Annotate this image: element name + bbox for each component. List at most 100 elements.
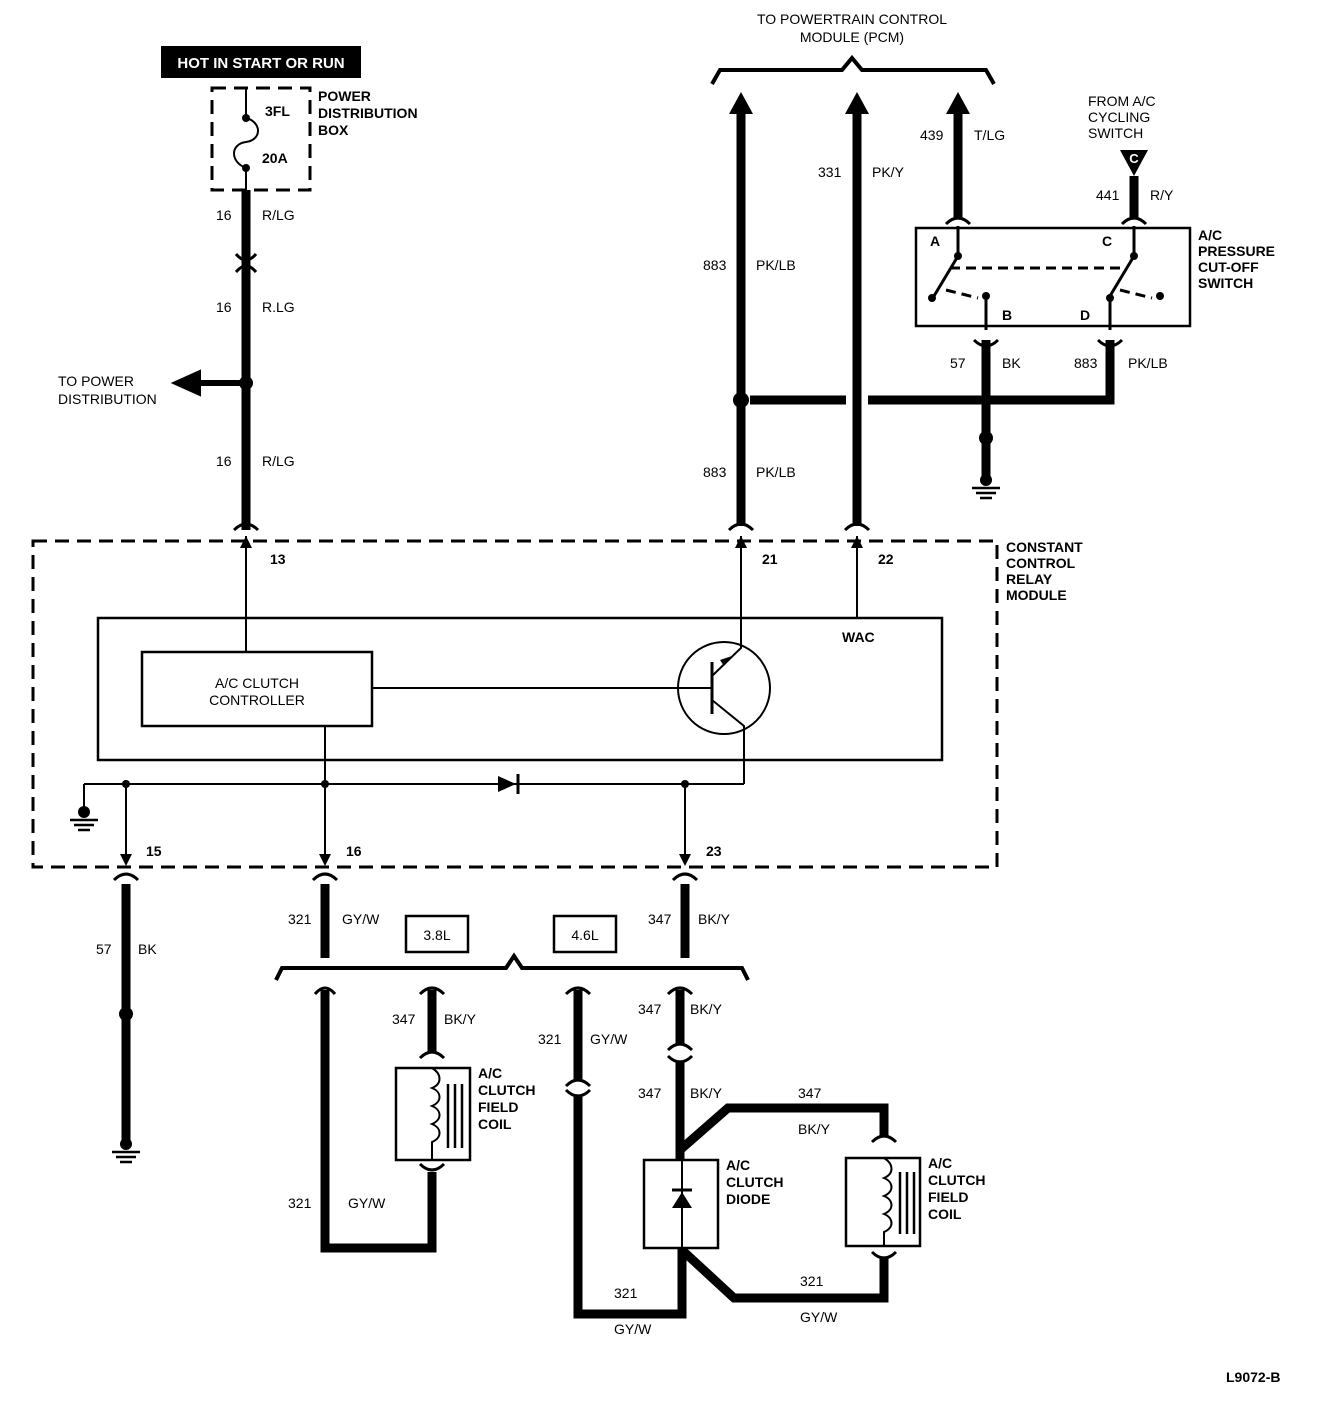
svg-text:DIODE: DIODE: [726, 1191, 770, 1207]
wac-label: WAC: [842, 629, 875, 645]
pdb-label: POWER DISTRIBUTION BOX: [318, 88, 418, 138]
to-pcm-label: TO POWERTRAIN CONTROL MODULE (PCM): [757, 11, 947, 45]
circuit-16-a: 16: [216, 207, 232, 223]
pin-23: 23: [706, 843, 722, 859]
svg-text:BOX: BOX: [318, 122, 349, 138]
color-bky-a: BK/Y: [698, 911, 731, 927]
color-rlg-c: R/LG: [262, 453, 295, 469]
pin-15: 15: [146, 843, 162, 859]
ccrm-label: CONSTANT CONTROL RELAY MODULE: [1006, 539, 1083, 603]
svg-text:CLUTCH: CLUTCH: [726, 1174, 784, 1190]
pressure-cutoff-switch: [914, 226, 1192, 328]
circuit-439: 439: [920, 127, 944, 143]
constant-control-relay-module: [31, 539, 999, 869]
circuit-883-c: 883: [1074, 355, 1098, 371]
svg-text:SWITCH: SWITCH: [1198, 275, 1253, 291]
pin-21: 21: [762, 551, 778, 567]
circuit-883-b: 883: [703, 464, 727, 480]
connector-c: [1120, 150, 1148, 176]
wire-321-gyw-38: [320, 990, 437, 1253]
color-bk-b: BK: [138, 941, 157, 957]
transistor-icon: [677, 641, 771, 784]
ground-icon-module: [70, 806, 98, 832]
circuit-347-d: 347: [638, 1085, 662, 1101]
svg-text:MODULE (PCM): MODULE (PCM): [800, 29, 904, 45]
svg-text:FIELD: FIELD: [928, 1189, 968, 1205]
svg-text:CONSTANT: CONSTANT: [1006, 539, 1083, 555]
svg-text:RELAY: RELAY: [1006, 571, 1053, 587]
switch-pin-a: A: [930, 233, 940, 249]
color-rlg-b: R.LG: [262, 299, 295, 315]
fuse-id: 3FL: [265, 103, 290, 119]
switch-linkage: [945, 266, 1153, 300]
circuit-347-b: 347: [392, 1011, 416, 1027]
svg-text:A/C: A/C: [478, 1065, 502, 1081]
pressure-switch-label: A/C PRESSURE CUT-OFF SWITCH: [1198, 227, 1275, 291]
splice-883: [733, 392, 749, 408]
circuit-347-c: 347: [638, 1001, 662, 1017]
field-coil-38-label: A/C CLUTCH FIELD COIL: [478, 1065, 536, 1132]
color-bky-e: BK/Y: [798, 1121, 831, 1137]
svg-text:FROM A/C: FROM A/C: [1088, 93, 1156, 109]
color-gyw-c: GY/W: [590, 1031, 628, 1047]
svg-text:MODULE: MODULE: [1006, 587, 1067, 603]
svg-text:CUT-OFF: CUT-OFF: [1198, 259, 1259, 275]
power-distribution-box: [210, 86, 312, 192]
engine-4-6l-box: [552, 914, 618, 954]
controller-label: A/C CLUTCH CONTROLLER: [209, 675, 305, 708]
svg-text:POWER: POWER: [318, 88, 371, 104]
circuit-347-e: 347: [798, 1085, 822, 1101]
color-gyw-e: GY/W: [800, 1309, 838, 1325]
diode-internal: [498, 776, 516, 792]
color-rlg-a: R/LG: [262, 207, 295, 223]
hot-in-start-label: HOT IN START OR RUN: [177, 55, 344, 72]
pin-13: 13: [270, 551, 286, 567]
circuit-347-a: 347: [648, 911, 672, 927]
circuit-57-b: 57: [96, 941, 112, 957]
splice-power-dist: [239, 376, 253, 390]
svg-text:DISTRIBUTION: DISTRIBUTION: [58, 391, 157, 407]
switch-blade-right: [1108, 255, 1136, 297]
engine-option-bracket: [274, 952, 750, 981]
ground-icon-switch: [972, 474, 1000, 500]
color-tlg: T/LG: [974, 127, 1005, 143]
circuit-16-b: 16: [216, 299, 232, 315]
color-pklb-c: PK/LB: [1128, 355, 1168, 371]
circuit-331: 331: [818, 164, 842, 180]
svg-text:DISTRIBUTION: DISTRIBUTION: [318, 105, 418, 121]
color-bky-b: BK/Y: [444, 1011, 477, 1027]
connector-c-label: C: [1129, 151, 1139, 166]
diode-symbol: [672, 1192, 692, 1208]
arrow-to-power-dist: [170, 369, 240, 397]
svg-text:TO POWERTRAIN CONTROL: TO POWERTRAIN CONTROL: [757, 11, 947, 27]
color-pklb-a: PK/LB: [756, 257, 796, 273]
color-bk-a: BK: [1002, 355, 1021, 371]
from-ac-cycling-label: FROM A/C CYCLING SWITCH: [1088, 93, 1156, 141]
svg-text:TO POWER: TO POWER: [58, 373, 134, 389]
color-ry: R/Y: [1150, 187, 1174, 203]
engine-3-8l: 3.8L: [423, 927, 450, 943]
svg-text:CONTROL: CONTROL: [1006, 555, 1076, 571]
wire-347-to-coil: [677, 1103, 889, 1154]
coil-winding-38: [429, 1067, 441, 1160]
svg-text:A/C: A/C: [928, 1155, 952, 1171]
pin-16: 16: [346, 843, 362, 859]
wire-321-from-coil: [678, 1246, 889, 1303]
color-pklb-b: PK/LB: [756, 464, 796, 480]
svg-text:CONTROLLER: CONTROLLER: [209, 692, 305, 708]
clutch-diode-label: A/C CLUTCH DIODE: [726, 1157, 784, 1207]
coil-winding-46: [881, 1157, 893, 1246]
circuit-57-a: 57: [950, 355, 966, 371]
circuit-321-b: 321: [288, 1195, 312, 1211]
svg-text:COIL: COIL: [928, 1206, 962, 1222]
wire-321-gyw-46-lower: [573, 1096, 687, 1319]
color-bky-d: BK/Y: [690, 1085, 723, 1101]
svg-text:A/C: A/C: [1198, 227, 1222, 243]
circuit-321-a: 321: [288, 911, 312, 927]
svg-text:A/C CLUTCH: A/C CLUTCH: [215, 675, 299, 691]
circuit-321-c: 321: [538, 1031, 562, 1047]
svg-text:A/C: A/C: [726, 1157, 750, 1173]
svg-text:FIELD: FIELD: [478, 1099, 518, 1115]
svg-text:CLUTCH: CLUTCH: [478, 1082, 536, 1098]
